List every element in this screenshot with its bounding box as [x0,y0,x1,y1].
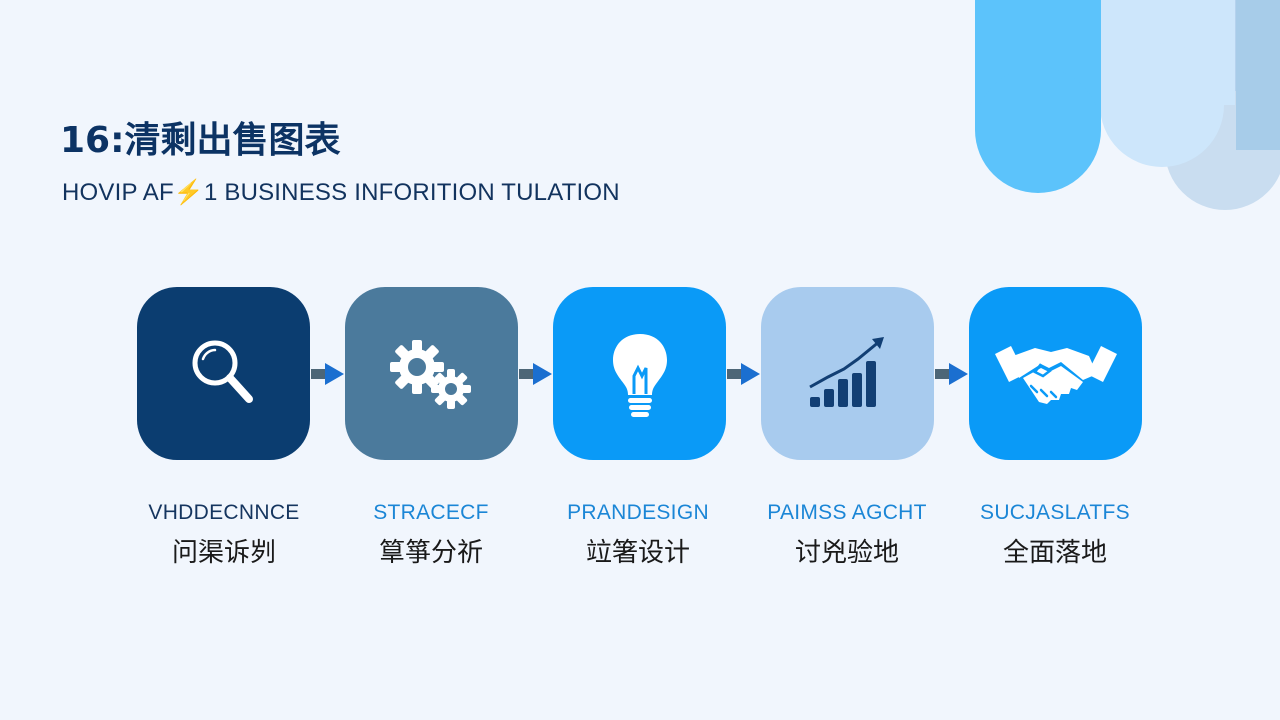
handshake-icon [994,345,1117,404]
step-5-label-zh: 全面落地 [1002,538,1107,568]
step-4-label-zh: 讨兇验地 [794,538,899,568]
step-5-label-en: SUCJASLATFS [980,501,1130,524]
lightbulb-icon [612,333,667,417]
step-3-label-en: PRANDESIGN [567,501,709,524]
growth-chart-icon [808,336,884,407]
magnifier-icon [192,340,253,403]
step-2-label-en: STRACECF [373,501,489,524]
arrow-1-icon [311,363,344,385]
step-2-tile[interactable] [345,287,518,460]
step-1-label-zh: 问渠诉刿 [171,538,276,568]
page-subtitle: HOVIP AF⚡1 BUSINESS INFORITION TULATION [62,179,620,206]
step-5-tile[interactable] [969,287,1142,460]
page-title: 16:清剩出售图表 [60,120,341,161]
step-3-tile[interactable] [553,287,726,460]
arrow-4-icon [935,363,968,385]
gears-icon [389,339,471,409]
arrow-2-icon [519,363,552,385]
step-1-label-en: VHDDECNNCE [148,501,300,524]
arrow-3-icon [727,363,760,385]
step-2-label-zh: 筸箏分祈 [378,538,483,568]
step-4-label-en: PAIMSS AGCHT [767,501,927,524]
step-1-tile[interactable] [137,287,310,460]
step-3-label-zh: 竝箸设计 [585,538,690,568]
step-4-tile[interactable] [761,287,934,460]
